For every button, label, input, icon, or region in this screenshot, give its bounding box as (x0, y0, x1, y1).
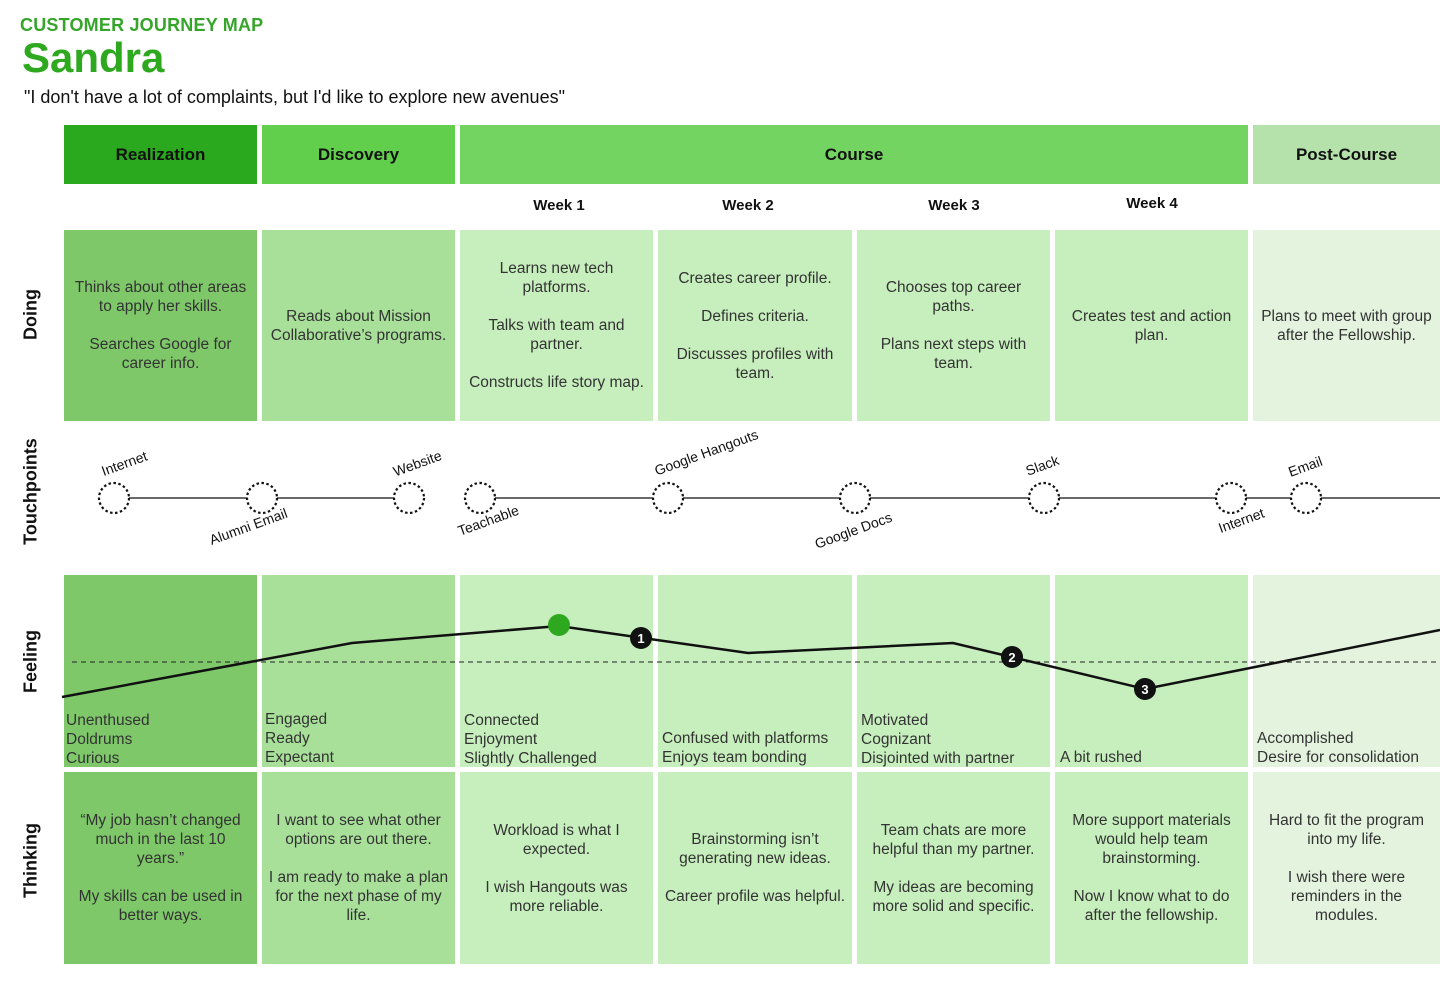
feeling-text-week-4: A bit rushed (1060, 749, 1142, 766)
touchpoint-label: Google Docs (813, 509, 895, 552)
feeling-text-realization: Unenthused Doldrums Curious (66, 712, 150, 767)
feeling-cell-week-2 (658, 575, 852, 767)
touchpoint-label: Google Hangouts (652, 426, 760, 478)
feeling-cell-week-1 (460, 575, 653, 767)
feeling-cell-week-3 (857, 575, 1050, 767)
pain-point-marker-3: 3 (1134, 678, 1156, 700)
touchpoint-label: Internet (99, 448, 149, 479)
doing-cell-post-course: Plans to meet with group after the Fello… (1253, 230, 1440, 421)
touchpoint-label: Slack (1023, 452, 1062, 479)
week-1-label: Week 1 (533, 197, 585, 214)
touchpoint-node (1214, 481, 1248, 515)
thinking-cell-week-2: Brainstorming isn’t generating new ideas… (658, 772, 852, 964)
touchpoint-node (1289, 481, 1323, 515)
pain-point-marker-1: 1 (630, 627, 652, 649)
touchpoint-label: Website (391, 447, 444, 479)
touchpoint-label: Email (1286, 453, 1324, 480)
marker-number: 3 (1141, 682, 1148, 697)
feeling-cell-post-course (1253, 575, 1440, 767)
doing-cell-week-1: Learns new tech platforms. Talks with te… (460, 230, 653, 421)
touchpoint-label: Alumni Email (207, 505, 289, 548)
touchpoint-node (463, 481, 497, 515)
doing-cell-week-3: Chooses top career paths. Plans next ste… (857, 230, 1050, 421)
persona-quote: "I don't have a lot of complaints, but I… (24, 87, 565, 107)
thinking-cell-discovery: I want to see what other options are out… (262, 772, 455, 964)
phase-discovery: Discovery (262, 125, 455, 184)
doing-cell-week-4: Creates test and action plan. (1055, 230, 1248, 421)
phase-post-course: Post-Course (1253, 125, 1440, 184)
feeling-cell-discovery (262, 575, 455, 767)
touchpoint-node (838, 481, 872, 515)
thinking-cell-week-4: More support materials would help team b… (1055, 772, 1248, 964)
feeling-text-week-2: Confused with platforms Enjoys team bond… (662, 730, 829, 766)
map-type-label: CUSTOMER JOURNEY MAP (20, 15, 264, 35)
feeling-text-discovery: Engaged Ready Expectant (265, 711, 334, 766)
feeling-text-post-course: Accomplished Desire for consolidation (1257, 730, 1419, 766)
feeling-cell-week-4 (1055, 575, 1248, 767)
feeling-cell-realization (64, 575, 257, 767)
doing-cell-week-2: Creates career profile. Defines criteria… (658, 230, 852, 421)
phase-realization: Realization (64, 125, 257, 184)
touchpoint-node (97, 481, 131, 515)
touchpoint-node (245, 481, 279, 515)
touchpoint-node (392, 481, 426, 515)
phase-course: Course (460, 125, 1248, 184)
marker-number: 2 (1008, 650, 1015, 665)
week-2-label: Week 2 (722, 197, 774, 214)
thinking-cell-week-3: Team chats are more helpful than my part… (857, 772, 1050, 964)
thinking-cell-week-1: Workload is what I expected. I wish Hang… (460, 772, 653, 964)
thinking-cell-realization: “My job hasn’t changed much in the last … (64, 772, 257, 964)
touchpoint-node (651, 481, 685, 515)
touchpoint-node (1027, 481, 1061, 515)
marker-number: 1 (637, 631, 644, 646)
feeling-text-week-1: Connected Enjoyment Slightly Challenged (464, 712, 597, 767)
pain-point-marker-2: 2 (1001, 646, 1023, 668)
week-4-label: Week 4 (1126, 195, 1178, 212)
feeling-text-week-3: Motivated Cognizant Disjointed with part… (861, 712, 1015, 767)
persona-name: Sandra (22, 34, 165, 81)
doing-cell-discovery: Reads about Mission Collaborative’s prog… (262, 230, 455, 421)
doing-cell-realization: Thinks about other areas to apply her sk… (64, 230, 257, 421)
feeling-peak-dot (548, 614, 570, 636)
thinking-cell-post-course: Hard to fit the program into my life. I … (1253, 772, 1440, 964)
week-3-label: Week 3 (928, 197, 980, 214)
